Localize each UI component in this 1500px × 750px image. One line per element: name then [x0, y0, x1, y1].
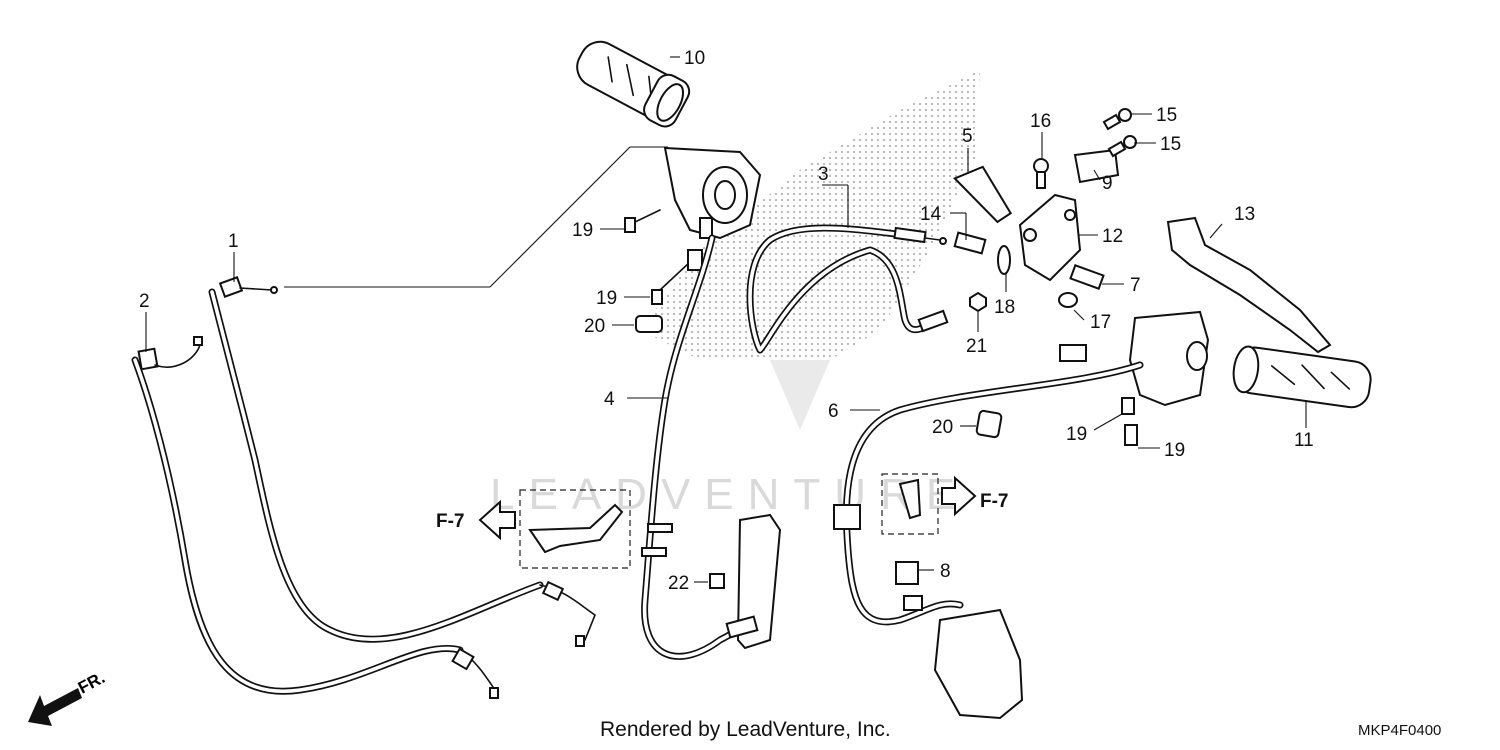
part-number-5: 5 [962, 126, 973, 147]
switch-housing-right [1128, 310, 1210, 407]
credit-text: Rendered by LeadVenture, Inc. [600, 718, 891, 741]
part-number-13: 13 [1234, 204, 1255, 225]
nut-21 [969, 291, 987, 313]
clip-8 [895, 561, 919, 585]
part-number-9: 9 [1102, 173, 1113, 194]
part-number-1: 1 [228, 231, 239, 252]
part-number-21: 21 [966, 336, 987, 357]
clutch-cable-3 [746, 224, 949, 354]
part-number-7: 7 [1130, 275, 1141, 296]
lever-bracket-12 [1018, 193, 1082, 282]
ref-box-left [519, 489, 631, 569]
nut-18 [997, 245, 1011, 275]
part-number-2: 2 [139, 291, 150, 312]
clip-22 [709, 573, 725, 589]
front-direction-arrow: FR. [28, 668, 108, 726]
clamp-20-left [635, 315, 663, 333]
part-number-17: 17 [1090, 312, 1111, 333]
part-number-19-c: 19 [1066, 424, 1087, 445]
ref-arrow-right [941, 475, 977, 517]
leader-lines [145, 56, 1307, 583]
watermark: LEADVENTURE [490, 470, 970, 519]
bolt-19-lower [651, 249, 703, 305]
ref-box-right [881, 473, 939, 535]
clamp-20-right [975, 409, 1003, 439]
switch-7 [1069, 264, 1105, 290]
part-number-15-lower: 15 [1160, 134, 1181, 155]
part-number-14: 14 [920, 204, 942, 225]
bolt-19-upper [624, 209, 661, 233]
ref-label-f7-left: F-7 [436, 511, 465, 532]
part-number-6: 6 [828, 401, 839, 422]
holder-9 [1073, 148, 1120, 184]
part-number-19-a: 19 [572, 220, 593, 241]
part-number-8: 8 [940, 561, 951, 582]
switch-harness-4 [641, 234, 782, 660]
ref-label-f7-right: F-7 [980, 491, 1009, 512]
bolt-19-right-lower [1124, 424, 1138, 446]
ref-arrow-left [478, 499, 516, 541]
diagram-code: MKP4F0400 [1358, 722, 1442, 739]
part-number-16: 16 [1030, 111, 1051, 132]
bolt-16 [1033, 158, 1049, 189]
bolt-15-upper [1102, 108, 1132, 131]
lever-cover-5 [953, 165, 1013, 224]
left-grip-11 [1232, 345, 1372, 409]
part-number-labels: 1 2 3 4 5 6 7 8 9 10 11 12 13 14 15 15 1… [139, 48, 1314, 594]
part-number-22: 22 [668, 573, 689, 594]
part-number-11: 11 [1294, 430, 1314, 451]
clutch-lever-13 [1166, 216, 1332, 354]
switch-harness-6 [833, 344, 1144, 720]
part-number-15-upper: 15 [1156, 105, 1177, 126]
part-number-4: 4 [604, 389, 615, 410]
part-number-10: 10 [684, 48, 705, 69]
part-number-18: 18 [994, 297, 1015, 318]
bolt-15-lower [1107, 135, 1137, 158]
bolt-19-right-upper [1121, 397, 1135, 415]
part-number-3: 3 [818, 164, 829, 185]
part-number-19-b: 19 [596, 288, 617, 309]
throttle-cable-1 [208, 276, 596, 647]
part-number-20-right: 20 [932, 417, 953, 438]
part-number-19-d: 19 [1164, 440, 1185, 461]
part-number-20-left: 20 [584, 316, 605, 337]
washer-17 [1058, 292, 1078, 308]
adjuster-14 [953, 231, 987, 255]
throttle-grip [576, 40, 691, 128]
part-number-12: 12 [1102, 226, 1123, 247]
throttle-housing [663, 146, 762, 240]
throttle-cable-2 [131, 336, 499, 699]
